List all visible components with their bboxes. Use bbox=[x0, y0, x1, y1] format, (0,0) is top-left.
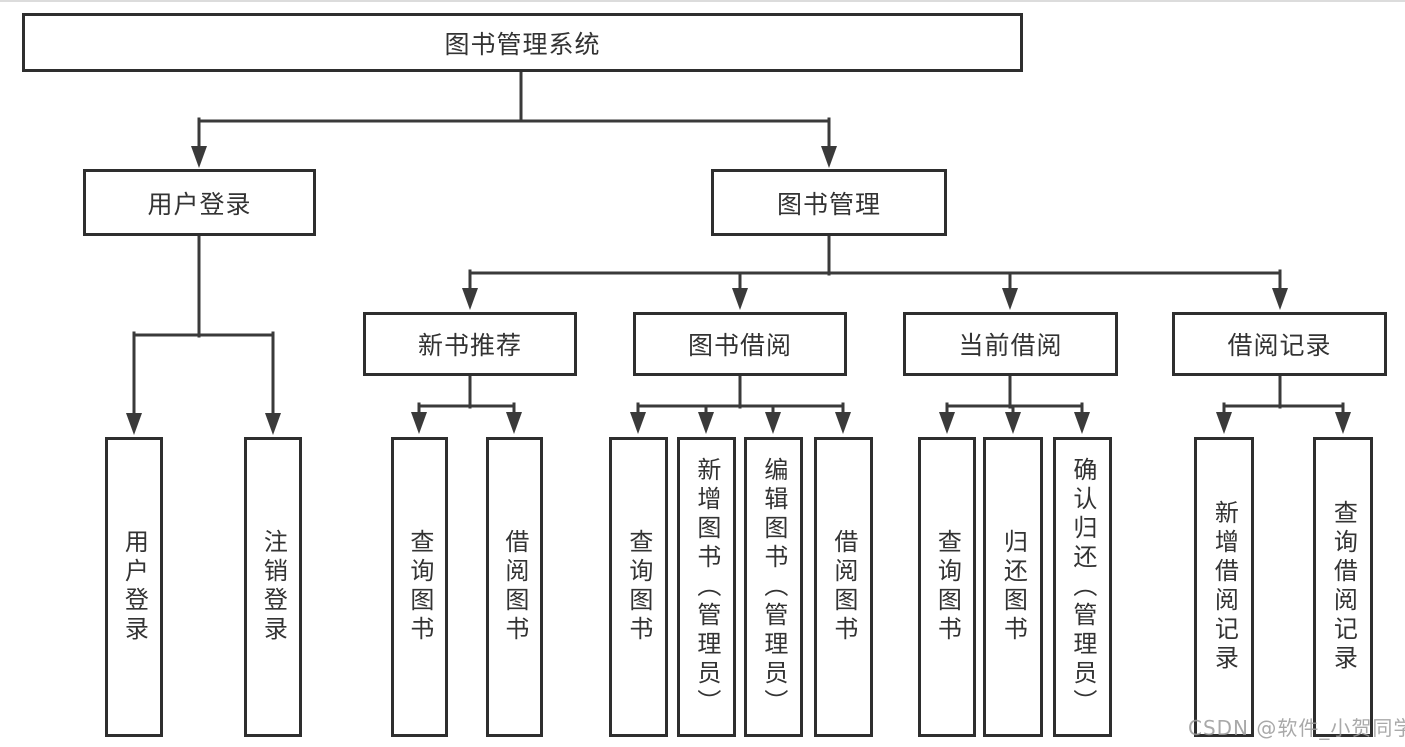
node-label: 图书借阅 bbox=[687, 331, 792, 360]
arrowhead bbox=[630, 412, 646, 434]
leaf-label: 注销登录 bbox=[259, 529, 288, 645]
node-label: 用户登录 bbox=[147, 189, 252, 219]
leaf-return-books: 归还图书 bbox=[983, 437, 1043, 737]
arrowhead bbox=[462, 288, 478, 310]
connector-borrowing-to-leaves bbox=[636, 374, 845, 418]
top-border-line bbox=[0, 0, 1405, 2]
leaf-label: 用户登录 bbox=[120, 529, 149, 645]
node-label: 图书管理 bbox=[776, 189, 881, 219]
arrowhead bbox=[126, 413, 142, 435]
arrowhead bbox=[506, 412, 522, 434]
leaf-label: 查询图书 bbox=[624, 529, 653, 645]
node-user-login: 用户登录 bbox=[83, 169, 316, 236]
leaf-user-login: 用户登录 bbox=[105, 437, 163, 737]
leaf-query-books-borrowing: 查询图书 bbox=[609, 437, 668, 737]
csdn-watermark: CSDN @软件_小贺同学 bbox=[1188, 716, 1405, 740]
leaf-label: 编辑图书（管理员） bbox=[759, 456, 788, 718]
node-label: 借阅记录 bbox=[1227, 331, 1332, 360]
leaf-label: 新增图书（管理员） bbox=[692, 456, 721, 718]
arrowhead bbox=[765, 412, 781, 434]
arrowhead bbox=[1216, 412, 1232, 434]
arrowhead bbox=[1272, 288, 1288, 310]
leaf-confirm-return-admin: 确认归还（管理员） bbox=[1053, 437, 1112, 737]
arrowhead bbox=[939, 412, 955, 434]
connector-records-to-leaves bbox=[1222, 374, 1345, 418]
leaf-label: 借阅图书 bbox=[500, 529, 529, 645]
arrowhead bbox=[821, 146, 837, 168]
leaf-query-borrow-record: 查询借阅记录 bbox=[1313, 437, 1373, 737]
leaf-label: 归还图书 bbox=[999, 529, 1028, 645]
arrowhead bbox=[191, 146, 207, 168]
leaf-label: 确认归还（管理员） bbox=[1068, 456, 1097, 718]
arrowhead bbox=[411, 412, 427, 434]
leaf-logout: 注销登录 bbox=[244, 437, 302, 737]
node-book-management: 图书管理 bbox=[711, 169, 947, 236]
node-label: 当前借阅 bbox=[958, 331, 1063, 360]
arrowheads bbox=[126, 146, 1351, 435]
arrowhead bbox=[265, 413, 281, 435]
leaf-edit-book-admin: 编辑图书（管理员） bbox=[744, 437, 803, 737]
arrowhead bbox=[1335, 412, 1351, 434]
arrowhead bbox=[1005, 412, 1021, 434]
connector-root-to-level2 bbox=[197, 70, 831, 152]
connector-newbook-to-leaves bbox=[417, 374, 516, 418]
node-label: 图书管理系统 bbox=[444, 29, 601, 59]
leaf-borrow-books-recommend: 借阅图书 bbox=[486, 437, 543, 737]
node-book-borrowing: 图书借阅 bbox=[633, 312, 847, 376]
node-borrowing-records: 借阅记录 bbox=[1172, 312, 1387, 376]
arrowhead bbox=[1074, 412, 1090, 434]
connector-userlogin-to-leaves bbox=[132, 234, 275, 418]
node-current-borrowing: 当前借阅 bbox=[903, 312, 1118, 376]
arrowhead bbox=[732, 288, 748, 310]
leaf-add-borrow-record: 新增借阅记录 bbox=[1194, 437, 1254, 737]
node-new-book-recommend: 新书推荐 bbox=[363, 312, 577, 376]
leaf-borrow-books: 借阅图书 bbox=[814, 437, 873, 737]
arrowhead bbox=[698, 412, 714, 434]
node-label: 新书推荐 bbox=[417, 331, 522, 360]
connector-current-to-leaves bbox=[945, 374, 1084, 418]
arrowhead bbox=[835, 412, 851, 434]
leaf-label: 借阅图书 bbox=[829, 529, 858, 645]
leaf-add-book-admin: 新增图书（管理员） bbox=[677, 437, 736, 737]
connector-bookmgmt-to-level3 bbox=[468, 234, 1282, 294]
leaf-query-books-recommend: 查询图书 bbox=[391, 437, 448, 737]
leaf-label: 新增借阅记录 bbox=[1210, 500, 1239, 674]
leaf-query-books-current: 查询图书 bbox=[918, 437, 976, 737]
leaf-label: 查询图书 bbox=[405, 529, 434, 645]
leaf-label: 查询图书 bbox=[933, 529, 962, 645]
arrowhead bbox=[1002, 288, 1018, 310]
leaf-label: 查询借阅记录 bbox=[1329, 500, 1358, 674]
node-library-management-system: 图书管理系统 bbox=[22, 13, 1023, 72]
